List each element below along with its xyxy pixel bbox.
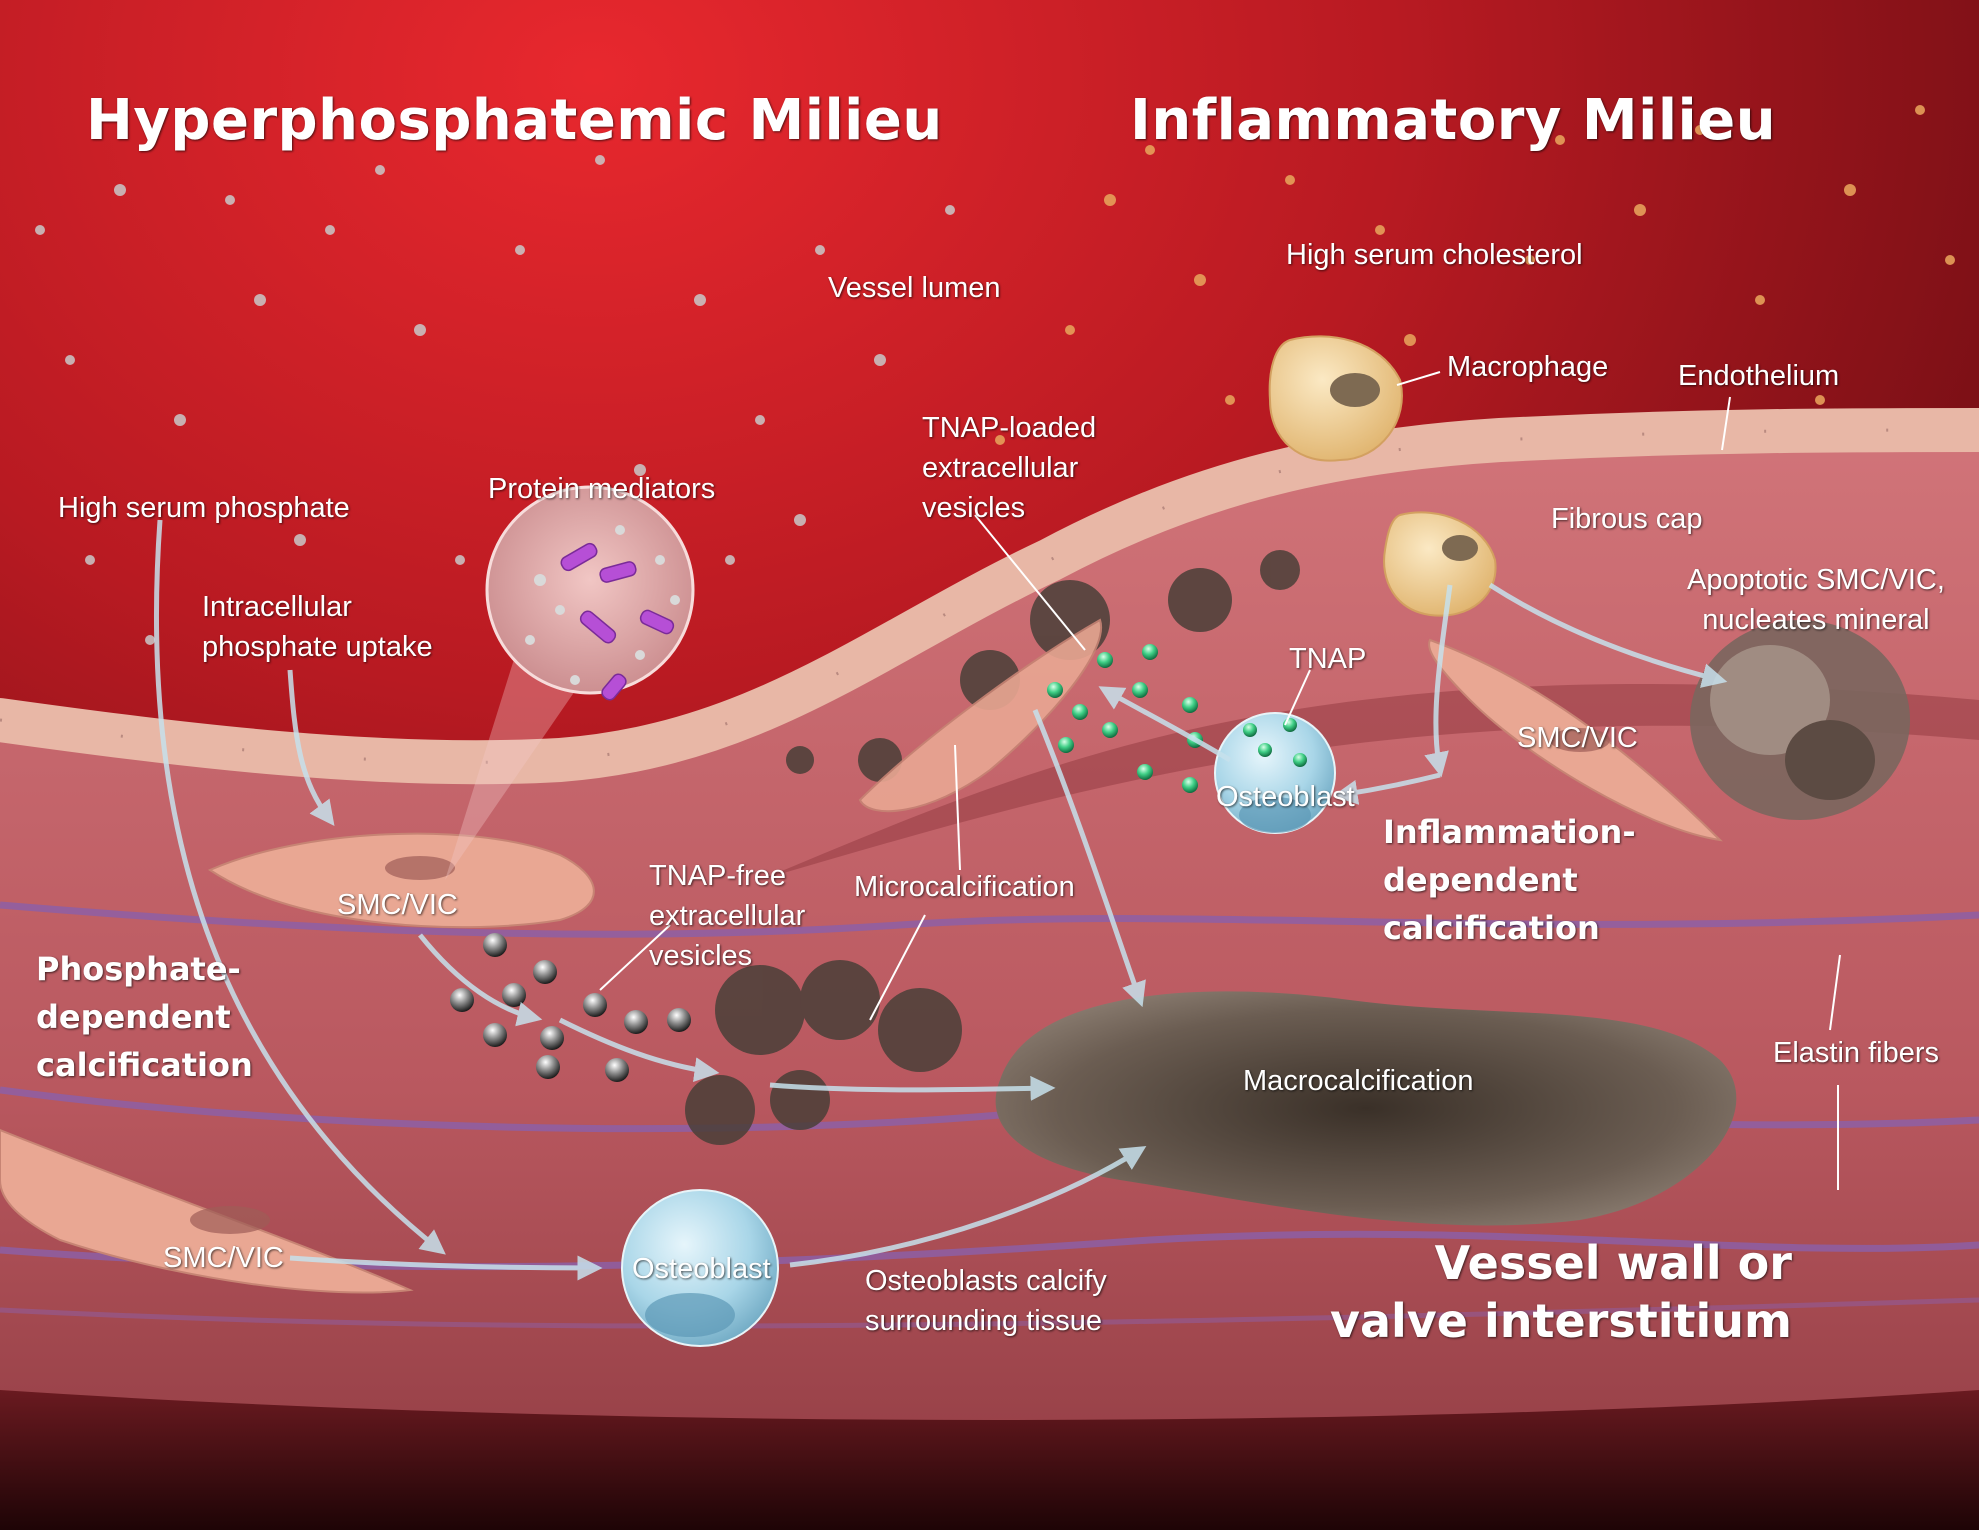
- label-osteoblast-top: Osteoblast: [1216, 781, 1355, 813]
- process-arrows: [154, 519, 1728, 1281]
- title-inflammatory: Inflammatory Milieu: [1130, 88, 1777, 153]
- label-macrocalcification: Macrocalcification: [1243, 1065, 1474, 1097]
- protein-mediator-molecules: [560, 542, 675, 701]
- protein-mediators-magnifier: [485, 485, 695, 695]
- smc-vic-cell-top: [858, 618, 1103, 813]
- osteoblast-nucleus-top: [1239, 797, 1311, 833]
- label-fibrous-cap: Fibrous cap: [1551, 503, 1703, 535]
- label-high-serum-phosphate: High serum phosphate: [58, 492, 350, 524]
- endothelium-layer: [0, 408, 1979, 785]
- osteoblast-nucleus-bottom: [645, 1293, 735, 1337]
- vessel-base: [0, 1390, 1979, 1530]
- smc-vic-nucleus-middle: [385, 856, 455, 880]
- magnifier-particles: [525, 525, 680, 685]
- label-osteoblast-bottom: Osteoblast: [632, 1253, 771, 1285]
- magnifier-beam: [445, 640, 610, 880]
- label-smc-vic-right: SMC/VIC: [1517, 722, 1638, 754]
- smc-vic-cell-middle: [207, 832, 595, 929]
- apoptotic-cluster: [1690, 620, 1910, 820]
- label-high-serum-cholesterol: High serum cholesterol: [1286, 239, 1583, 271]
- macrophage-nucleus: [1330, 373, 1380, 407]
- label-microcalcification: Microcalcification: [854, 871, 1075, 903]
- macrocalcification-mass: [995, 991, 1737, 1226]
- label-vessel-lumen: Vessel lumen: [828, 272, 1001, 304]
- smc-vic-nucleus-bottom: [190, 1206, 270, 1234]
- macrophage-nucleus-infiltrated: [1442, 535, 1478, 561]
- label-tnap: TNAP: [1289, 643, 1367, 675]
- label-apoptotic: Apoptotic SMC/VIC,nucleates mineral: [1687, 564, 1945, 636]
- tnap-free-vesicles: [450, 933, 691, 1082]
- leader-lines: [599, 371, 1841, 1190]
- label-smc-vic-bottom: SMC/VIC: [163, 1242, 284, 1274]
- label-endothelium: Endothelium: [1678, 360, 1840, 392]
- title-hyperphosphatemic: Hyperphosphatemic Milieu: [86, 88, 943, 153]
- label-smc-vic-middle: SMC/VIC: [337, 889, 458, 921]
- smc-vic-nucleus-right: [1550, 728, 1610, 752]
- label-elastin-fibers: Elastin fibers: [1773, 1037, 1940, 1069]
- microcalcification-clusters: [685, 550, 1300, 1145]
- label-protein-mediators: Protein mediators: [488, 473, 716, 505]
- label-macrophage: Macrophage: [1447, 351, 1609, 383]
- serum-cholesterol-particles: [995, 105, 1955, 445]
